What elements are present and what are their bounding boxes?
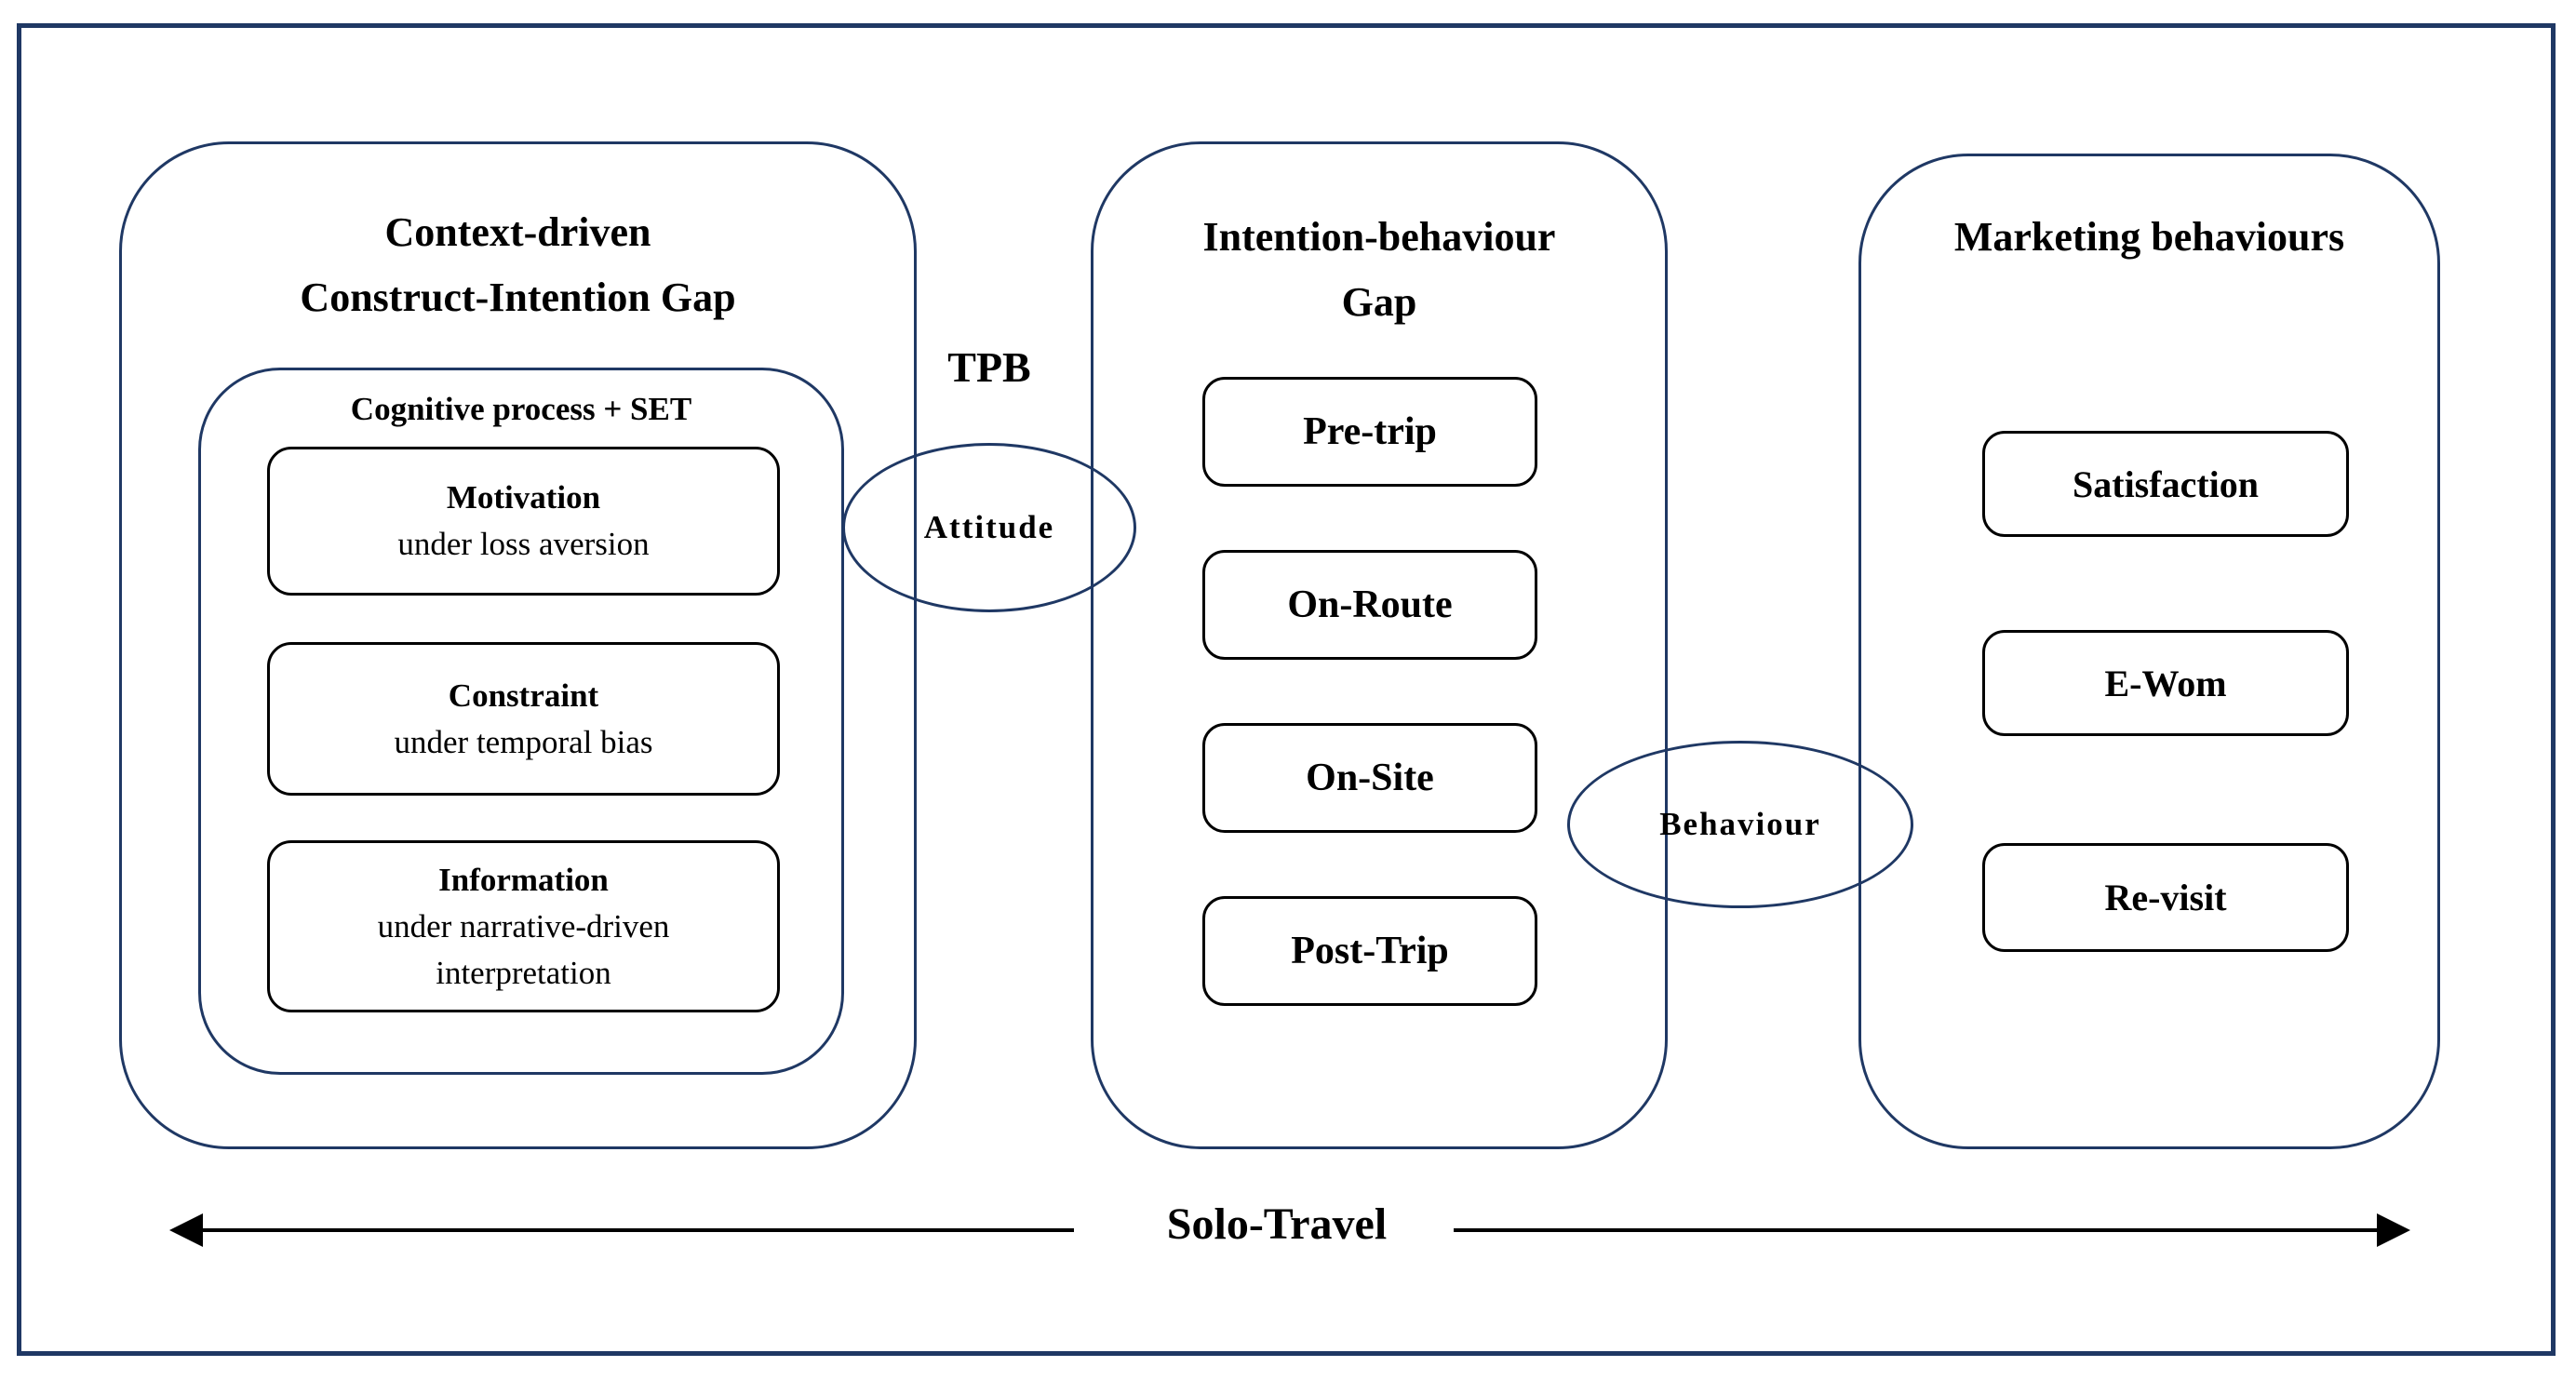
node-information-title: Information — [438, 861, 609, 898]
panel-marketing-behaviours — [1858, 154, 2440, 1149]
node-e-wom: E-Wom — [1982, 630, 2349, 736]
node-motivation-subtitle: under loss aversion — [397, 526, 650, 562]
node-post-trip: Post-Trip — [1202, 896, 1537, 1006]
arrowhead-right-icon — [2377, 1213, 2410, 1247]
panel-middle-title-line1: Intention-behaviour — [1202, 214, 1556, 260]
node-constraint-title: Constraint — [448, 677, 599, 714]
node-pre-trip: Pre-trip — [1202, 377, 1537, 487]
node-on-route: On-Route — [1202, 550, 1537, 660]
node-motivation: Motivation under loss aversion — [267, 447, 780, 596]
node-constraint-subtitle: under temporal bias — [394, 723, 653, 760]
outer-border — [17, 23, 2556, 1356]
node-constraint: Constraint under temporal bias — [267, 642, 780, 796]
node-information-subtitle: under narrative-driven interpretation — [377, 907, 670, 991]
behaviour-label: Behaviour — [1659, 806, 1821, 842]
node-motivation-title: Motivation — [446, 479, 601, 516]
panel-cognitive-process — [198, 368, 844, 1075]
node-on-site: On-Site — [1202, 723, 1537, 833]
panel-intention-behaviour-gap — [1091, 141, 1668, 1149]
panel-left-title-line1: Context-driven — [384, 209, 651, 255]
attitude-ellipse: Attitude — [842, 443, 1136, 612]
cognitive-process-label: Cognitive process + SET — [350, 391, 692, 427]
arrowhead-left-icon — [169, 1213, 203, 1247]
panel-right-title: Marketing behaviours — [1953, 214, 2345, 260]
solo-travel-arrow-line-right — [1454, 1228, 2381, 1232]
node-re-visit: Re-visit — [1982, 843, 2349, 952]
attitude-label: Attitude — [923, 509, 1055, 545]
panel-middle-title: Intention-behaviour Gap — [1091, 205, 1668, 335]
panel-left-title: Context-driven Construct-Intention Gap — [119, 200, 917, 330]
panel-left-title-line2: Construct-Intention Gap — [300, 275, 736, 320]
node-information: Information under narrative-driven inter… — [267, 840, 780, 1012]
tpb-label: TPB — [947, 343, 1031, 391]
node-satisfaction: Satisfaction — [1982, 431, 2349, 537]
panel-middle-title-line2: Gap — [1341, 279, 1417, 325]
solo-travel-arrow-line-left — [199, 1228, 1074, 1232]
panel-construct-intention-gap — [119, 141, 917, 1149]
behaviour-ellipse: Behaviour — [1567, 741, 1913, 908]
solo-travel-label: Solo-Travel — [1166, 1199, 1388, 1249]
